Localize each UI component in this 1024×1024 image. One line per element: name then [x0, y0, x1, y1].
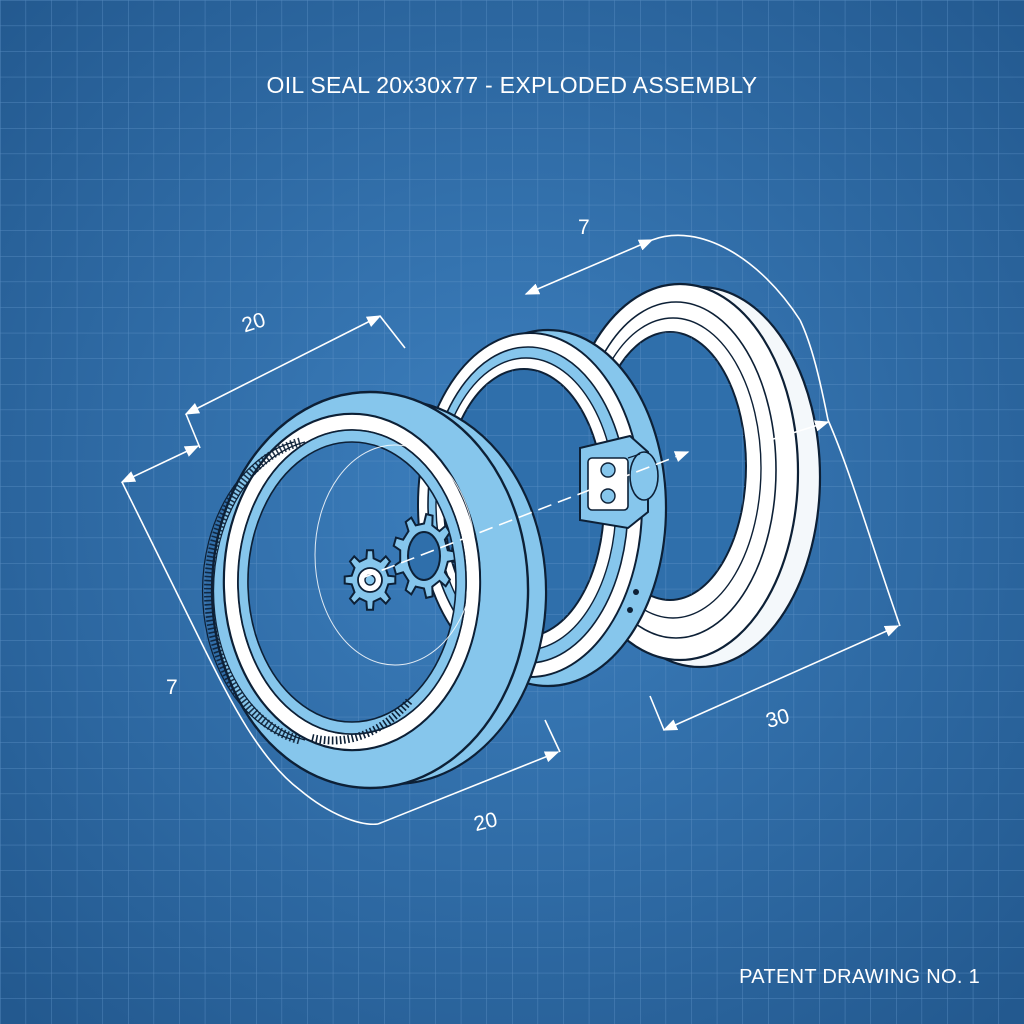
small-gear	[343, 549, 397, 611]
dimension-lines	[120, 234, 901, 826]
center-axis	[361, 451, 690, 579]
spring-coil	[202, 437, 414, 745]
dim-rear-depth: 7	[578, 216, 590, 239]
dim-bottom-width: 20	[472, 808, 500, 836]
dim-front-depth: 7	[166, 676, 178, 699]
large-gear	[392, 512, 456, 600]
drawing-title: OIL SEAL 20x30x77 - EXPLODED ASSEMBLY	[266, 72, 758, 98]
retainer-clip	[579, 434, 659, 530]
drawing-number: PATENT DRAWING NO. 1	[739, 966, 980, 988]
